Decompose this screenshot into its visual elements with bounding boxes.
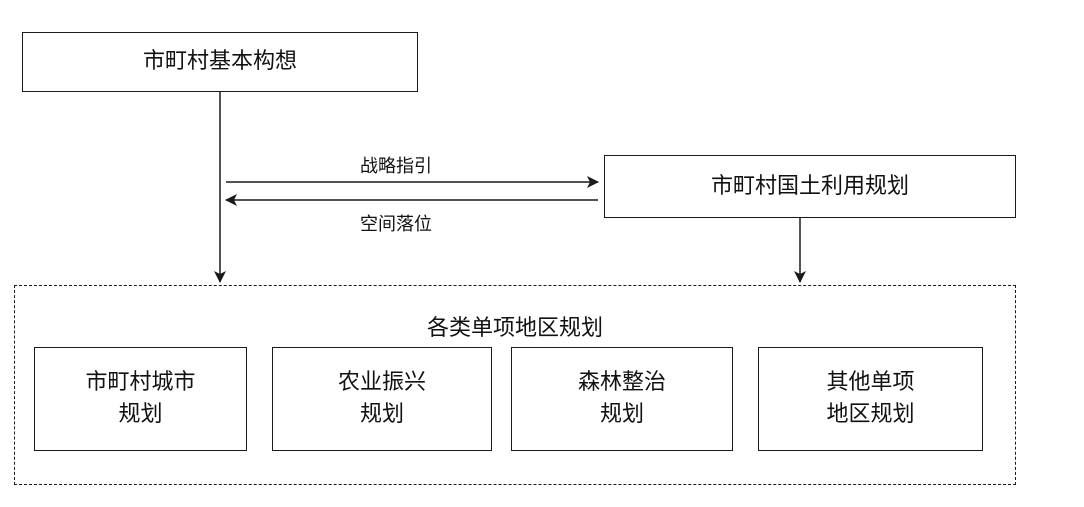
group-title: 各类单项地区规划 bbox=[426, 316, 603, 341]
node-basic-plan-label: 市町村基本构想 bbox=[142, 49, 297, 74]
node-land-use-plan-label: 市町村国土利用规划 bbox=[710, 173, 909, 199]
node-agriculture-promotion-label: 农业振兴 规划 bbox=[337, 370, 426, 427]
node-city-planning: 市町村城市 规划 bbox=[34, 347, 247, 451]
node-other-regional-plans-label: 其他单项 地区规划 bbox=[826, 370, 915, 427]
edge-label-spatial-implementation: 空间落位 bbox=[360, 214, 432, 235]
node-other-regional-plans: 其他单项 地区规划 bbox=[758, 347, 983, 451]
node-city-planning-label: 市町村城市 规划 bbox=[85, 370, 196, 427]
edge-label-strategic-guidance: 战略指引 bbox=[360, 156, 432, 177]
group-frame: 各类单项地区规划 bbox=[14, 285, 1016, 485]
node-forest-management-label: 森林整治 规划 bbox=[577, 370, 666, 427]
node-forest-management: 森林整治 规划 bbox=[511, 347, 733, 451]
node-agriculture-promotion: 农业振兴 规划 bbox=[272, 347, 492, 451]
node-basic-plan: 市町村基本构想 bbox=[22, 32, 418, 92]
node-land-use-plan: 市町村国土利用规划 bbox=[604, 155, 1016, 218]
